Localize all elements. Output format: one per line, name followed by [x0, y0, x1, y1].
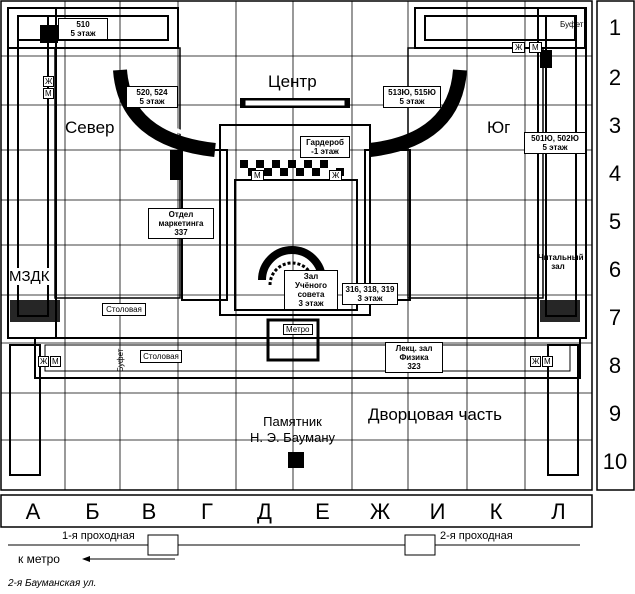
row-label-5: 5	[608, 209, 622, 234]
room-520-524[interactable]: 520, 524 5 этаж	[126, 86, 178, 108]
marker-m-center: М	[251, 170, 264, 181]
column-frame	[0, 494, 593, 528]
marker-m-south: М	[529, 42, 542, 53]
room-501-502[interactable]: 501Ю, 502Ю 5 этаж	[524, 132, 586, 154]
room-buffet-south[interactable]: Буфет	[560, 20, 584, 29]
col-label-zh: Ж	[369, 499, 391, 524]
marker-zh-south: Ж	[512, 42, 526, 53]
room-marketing[interactable]: Отдел маркетинга 337	[148, 208, 214, 239]
room-canteen-corridor[interactable]: Столовая	[140, 350, 182, 363]
zone-center: Центр	[268, 72, 317, 91]
zone-mzdk: МЗДК	[9, 268, 50, 285]
marker-zh-corridor-right: Ж	[530, 356, 542, 367]
room-lecture[interactable]: Лекц. зал Физика 323	[385, 342, 443, 373]
zone-palace: Дворцовая часть	[368, 405, 502, 424]
row-label-1: 1	[608, 15, 622, 40]
col-label-i: И	[429, 499, 446, 524]
north-wing	[7, 7, 181, 339]
col-label-v: В	[141, 499, 157, 524]
pass2-label: 2-я проходная	[440, 530, 513, 542]
room-buffet-corridor[interactable]: Буфет	[116, 348, 125, 372]
marker-zh-center: Ж	[329, 170, 343, 181]
metro-arrow-head	[82, 556, 90, 562]
corridor-dark-left	[9, 344, 41, 476]
metro-block	[266, 318, 320, 362]
center-top-bar-inner	[244, 99, 346, 107]
col-label-b: Б	[85, 499, 100, 524]
south-wing	[407, 7, 587, 339]
room-canteen-north[interactable]: Столовая	[102, 303, 146, 316]
center-curve-right	[369, 69, 467, 157]
marker-zh-north: Ж	[43, 76, 55, 87]
col-label-l: Л	[551, 499, 566, 524]
corridor-dark-right	[547, 344, 579, 476]
council-hall-arc	[258, 246, 326, 281]
zone-south: Юг	[487, 118, 511, 137]
marker-m-corridor-right: М	[542, 356, 553, 367]
row-label-2: 2	[608, 65, 622, 90]
pass1-label: 1-я проходная	[62, 530, 135, 542]
north-wing-fill	[10, 25, 182, 322]
room-council[interactable]: Зал Учёного совета 3 этаж	[284, 270, 338, 310]
row-label-3: 3	[608, 113, 622, 138]
col-label-d: Д	[257, 499, 272, 524]
pass1-box	[147, 534, 179, 556]
monument-marker	[288, 452, 304, 468]
row-frame	[596, 0, 635, 491]
row-label-8: 8	[608, 353, 622, 378]
room-reading[interactable]: Читальный зал	[538, 253, 584, 271]
col-label-g: Г	[201, 499, 213, 524]
map-grid	[1, 1, 592, 490]
monument-label: Памятник Н. Э. Бауману	[250, 414, 335, 445]
marker-zh-corridor-left: Ж	[38, 356, 50, 367]
street-name: 2-я Бауманская ул.	[8, 578, 97, 589]
center-curve-right-inner	[369, 74, 450, 142]
map-frame	[0, 0, 593, 491]
room-513-515[interactable]: 513Ю, 515Ю 5 этаж	[383, 86, 441, 108]
to-metro-label: к метро	[18, 552, 60, 566]
south-wing-fill	[540, 50, 580, 322]
row-label-7: 7	[608, 305, 622, 330]
col-label-k: К	[489, 499, 503, 524]
room-wardrobe[interactable]: Гардероб -1 этаж	[300, 136, 350, 158]
row-label-10: 10	[602, 449, 628, 474]
room-316[interactable]: 316, 318, 319 3 этаж	[342, 283, 398, 305]
row-label-9: 9	[608, 401, 622, 426]
zone-north: Север	[65, 118, 115, 137]
row-label-4: 4	[608, 161, 622, 186]
pass2-box	[404, 534, 436, 556]
col-label-a: А	[25, 499, 41, 524]
col-label-e: Е	[315, 499, 330, 524]
marker-m-north: М	[43, 88, 54, 99]
room-metro[interactable]: Метро	[283, 324, 313, 335]
center-curve-left	[113, 69, 216, 157]
room-510[interactable]: 510 5 этаж	[58, 18, 108, 40]
row-label-6: 6	[608, 257, 622, 282]
marker-m-corridor-left: М	[50, 356, 61, 367]
